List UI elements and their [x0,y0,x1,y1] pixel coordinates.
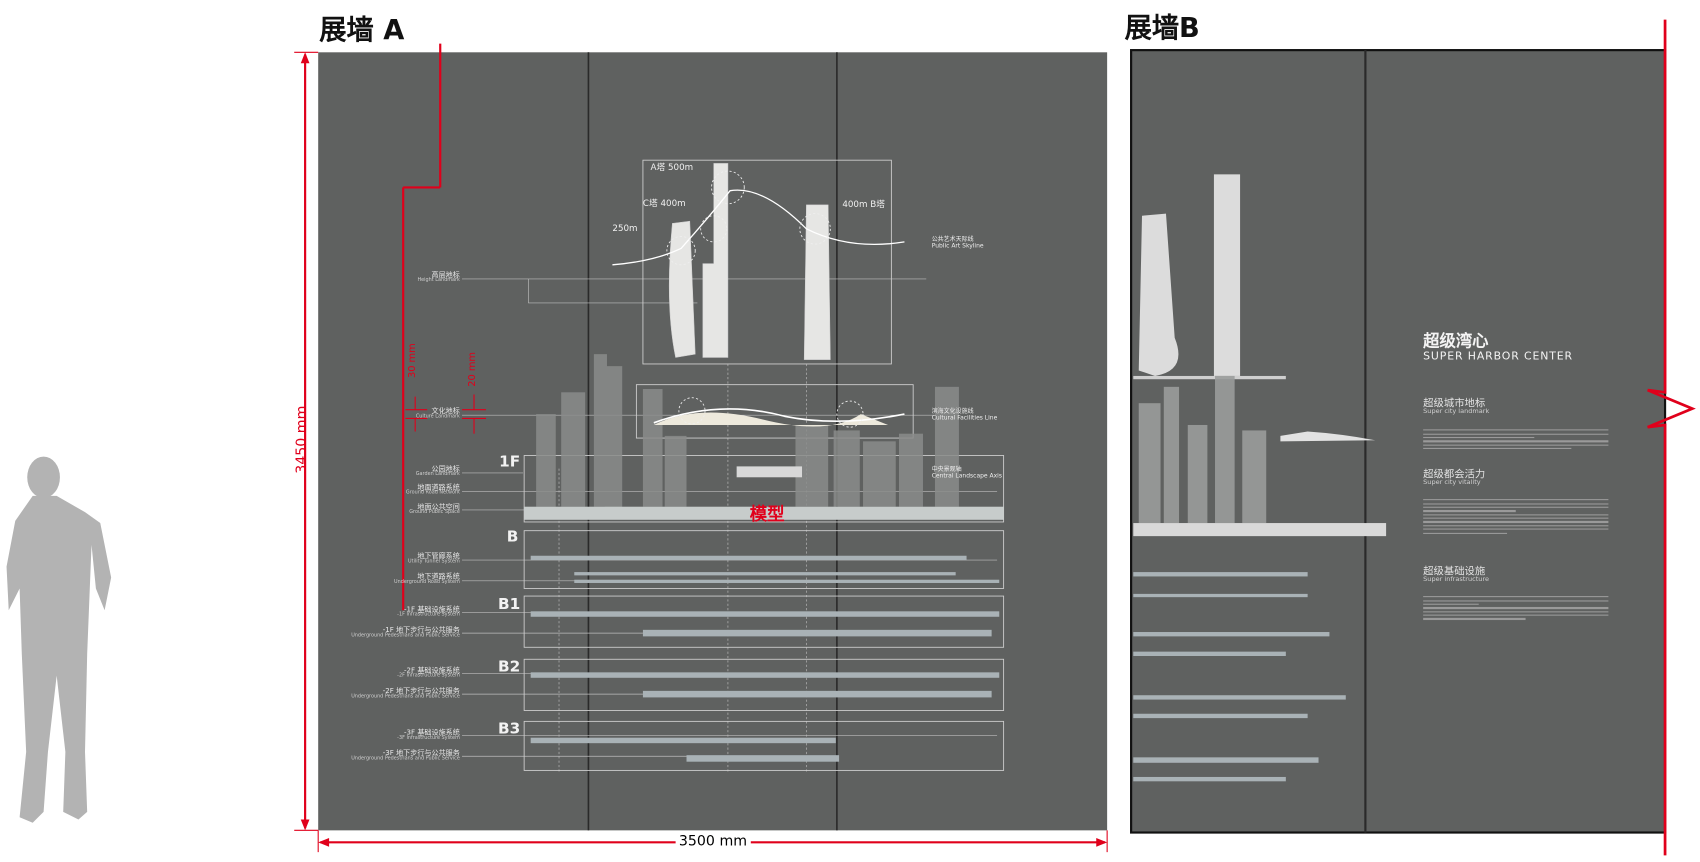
model-label: 模型 [749,503,785,525]
wall-a-title: 展墙 A [319,14,405,46]
level-b3: B3 [497,720,521,738]
layer-label: -2F 基础设施系统-2F Infrastructure System [397,665,460,679]
wall-b-break-line [1647,19,1696,856]
tower-250m-height: 250m [612,223,638,234]
paragraph-placeholder [1423,497,1609,536]
wall-a-panel [318,52,1108,831]
layer-label: -1F 基础设施系统-1F Infrastructure System [397,604,460,618]
human-scale-figure [6,456,112,823]
level-b2: B2 [497,658,521,676]
dimension-30mm: 30 mm [407,343,419,379]
wall-b-title: 展墙B [1124,11,1200,44]
section-subtitle: Super city landmark [1423,407,1490,416]
layer-label: -3F 基础设施系统-3F Infrastructure System [397,727,460,741]
section-subtitle: Super infrastructure [1423,575,1490,583]
tower-c [668,220,696,358]
width-dimension-label: 3500 mm [675,833,751,850]
wall-b-heading-en: SUPER HARBOR CENTER [1423,350,1573,363]
section-title: 超级基础设施 [1423,565,1486,578]
tower-a [702,163,729,358]
level-b1: B1 [497,596,521,614]
paragraph-placeholder [1423,427,1609,451]
paragraph-placeholder [1423,594,1609,622]
tower-b [803,204,831,360]
tower-b-height: 400m B塔 [842,199,885,210]
tower-c-height: C塔 400m [642,198,686,209]
section-subtitle: Super city vitality [1423,478,1481,487]
level-1f: 1F [499,453,521,471]
height-dimension-label: 3450 mm [293,405,311,474]
wall-b-heading: 超级湾心 [1423,331,1489,351]
level-b: B [506,528,519,546]
section-title: 超级都会活力 [1423,468,1486,481]
section-title: 超级城市地标 [1423,397,1486,410]
dimension-20mm: 20 mm [467,352,479,387]
tower-a-height: A塔 500m [650,162,694,173]
